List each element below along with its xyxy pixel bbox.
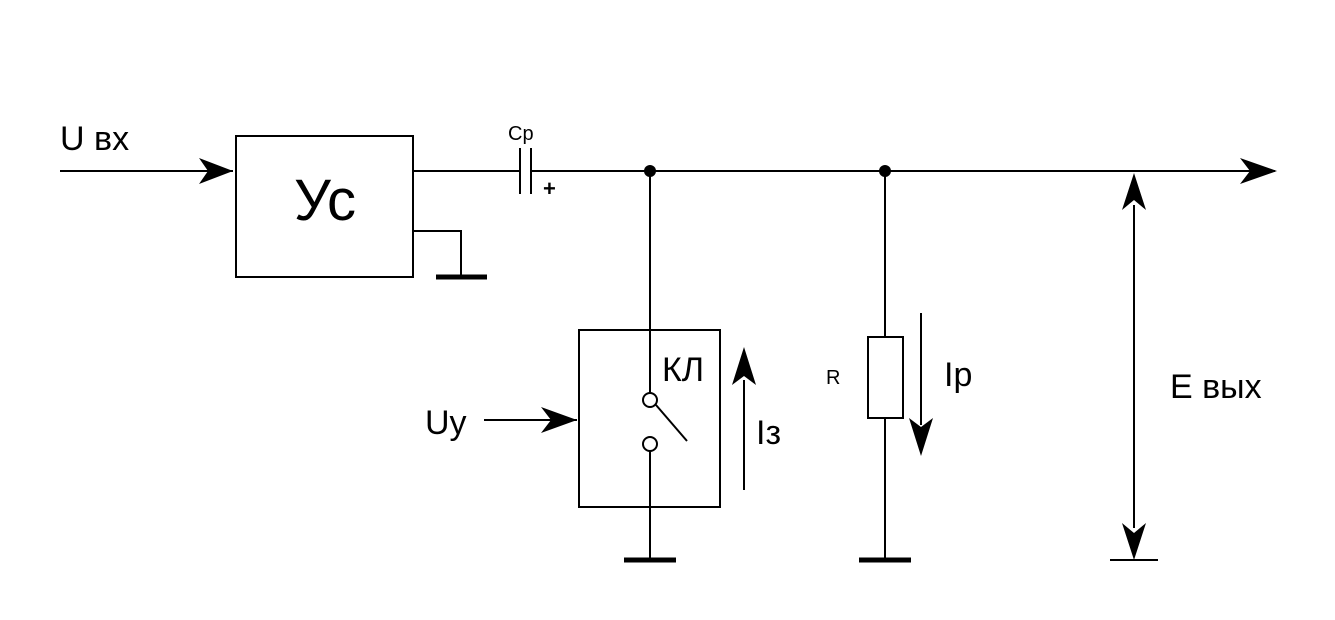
control-input-wire [484, 407, 577, 433]
resistor-symbol [867, 336, 904, 419]
switch-label: КЛ [662, 351, 704, 389]
control-voltage-label: Uу [425, 404, 467, 442]
switch-block [578, 329, 721, 508]
output-voltage-label: Е вых [1170, 368, 1262, 406]
input-voltage-label: U вх [60, 120, 129, 158]
resistor-branch [859, 171, 911, 563]
amplifier-ground [413, 230, 487, 280]
output-voltage-arrow [1110, 173, 1158, 561]
discharge-current-arrow [909, 313, 933, 456]
resistor-label: R [826, 367, 840, 389]
input-wire [60, 158, 233, 184]
capacitor-label: Ср [508, 123, 534, 145]
capacitor-polarity-label: + [543, 176, 556, 201]
switch-branch [624, 171, 676, 563]
amplifier-block [235, 135, 414, 278]
charge-current-label: Iз [756, 414, 781, 452]
capacitor-symbol [519, 148, 532, 194]
discharge-current-label: Iр [944, 356, 972, 394]
charge-current-arrow [732, 347, 756, 490]
switch-contacts [642, 392, 688, 452]
amplifier-label: Ус [294, 168, 356, 233]
